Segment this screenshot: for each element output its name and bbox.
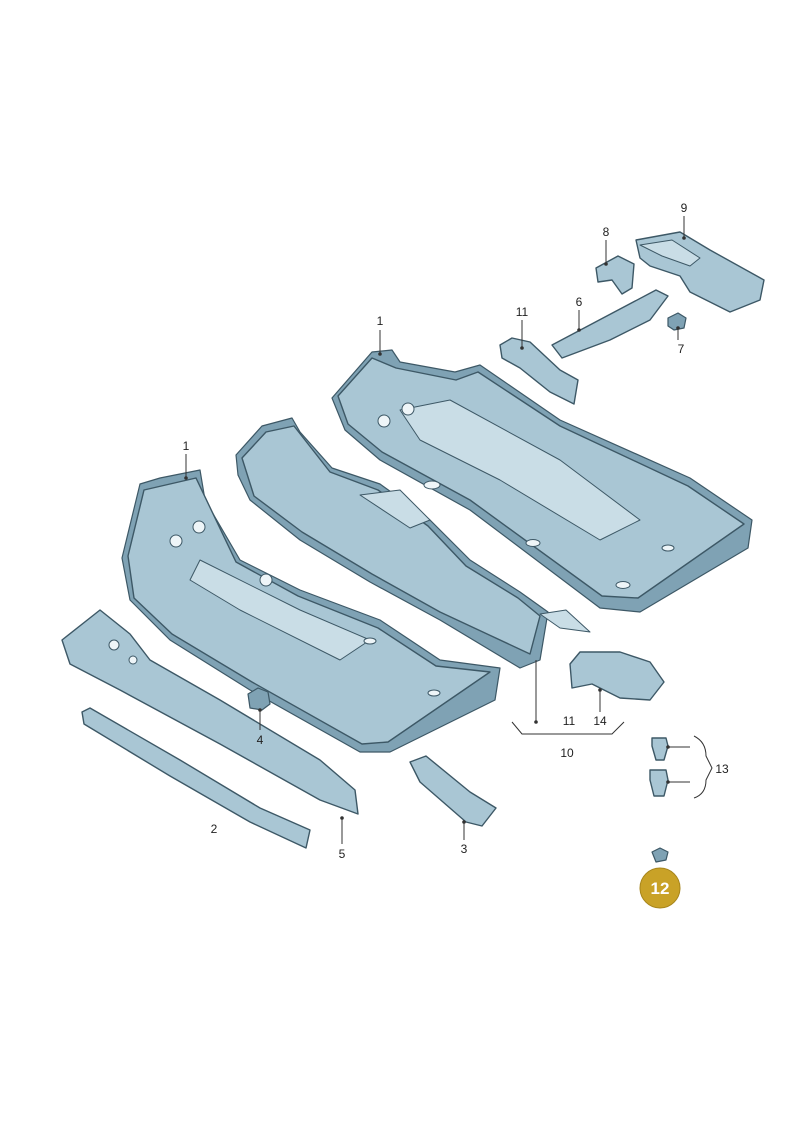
callout-8: 8 <box>603 225 610 239</box>
callout-1-lower: 1 <box>183 439 190 453</box>
part-bracket-3[interactable] <box>409 755 497 827</box>
part-center-tunnel[interactable] <box>235 417 591 669</box>
callout-11-bottom: 11 <box>563 714 576 728</box>
part-bracket-11-top[interactable] <box>499 337 579 405</box>
callout-14: 14 <box>593 714 607 728</box>
callout-2: 2 <box>211 822 218 836</box>
callout-7: 7 <box>678 342 685 356</box>
leader-lines <box>184 216 713 844</box>
callout-1-upper: 1 <box>377 314 384 328</box>
callout-6: 6 <box>576 295 583 309</box>
callout-3: 3 <box>461 842 468 856</box>
part-cross-member-9[interactable] <box>635 231 765 313</box>
badge-12[interactable]: 12 <box>639 867 681 909</box>
part-floor-pan-front[interactable] <box>121 469 501 753</box>
callout-labels: 1 1 2 3 4 5 6 7 8 9 10 11 11 13 14 <box>183 201 729 861</box>
badge-circle <box>639 867 681 909</box>
callout-9: 9 <box>681 201 688 215</box>
callout-4: 4 <box>257 733 264 747</box>
part-floor-pan-rear[interactable] <box>331 349 753 613</box>
callout-13: 13 <box>715 762 729 776</box>
part-sill-lower[interactable] <box>81 707 311 849</box>
callout-11-top: 11 <box>516 305 529 319</box>
part-nut-12[interactable] <box>651 847 669 863</box>
callout-10: 10 <box>560 746 574 760</box>
part-nut-7[interactable] <box>667 312 687 331</box>
part-grommet-4[interactable] <box>247 687 271 711</box>
callout-5: 5 <box>339 847 346 861</box>
part-bolts-13[interactable] <box>649 737 669 797</box>
part-rail-6[interactable] <box>551 289 669 359</box>
part-bracket-8[interactable] <box>595 255 635 295</box>
part-rocker-panel[interactable] <box>61 609 359 815</box>
part-bracket-14[interactable] <box>569 651 665 701</box>
badge-label: 12 <box>651 879 670 898</box>
